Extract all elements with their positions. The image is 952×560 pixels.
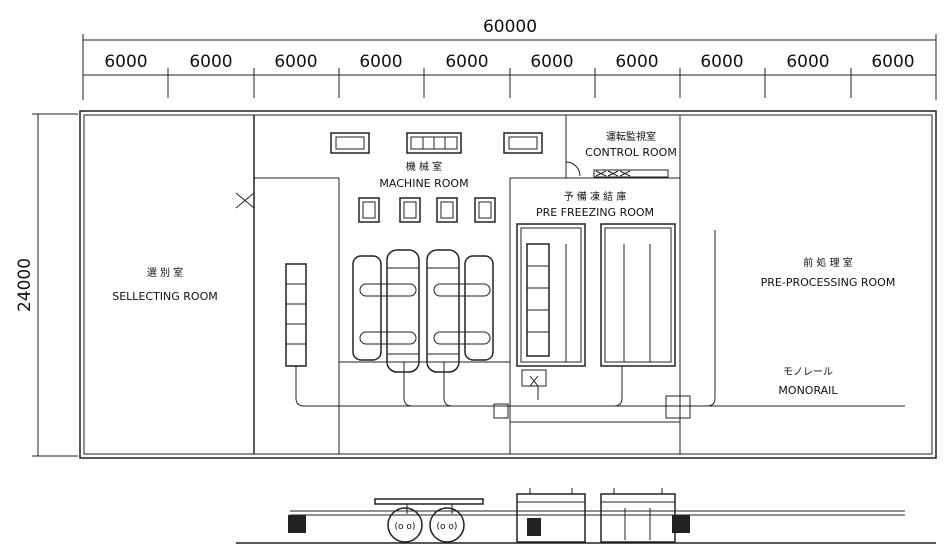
monorail-en: MONORAIL (778, 384, 838, 397)
elevation-view: (o o) (o o) (236, 488, 936, 544)
bay-dim-1: 6000 (104, 52, 147, 72)
selecting-room-jp: 選 別 室 (147, 266, 183, 279)
bay-dim-5: 6000 (445, 52, 488, 72)
control-room-jp: 運転監視室 (606, 130, 656, 143)
control-console (593, 169, 669, 178)
bay-dim-6: 6000 (530, 52, 573, 72)
bay-dim-10: 6000 (871, 52, 914, 72)
bay-dim-3: 6000 (274, 52, 317, 72)
building-outline (79, 110, 937, 459)
pre-processing-room-en: PRE-PROCESSING ROOM (761, 276, 896, 289)
elevation-tank-2-label: (o o) (437, 522, 458, 532)
bay-dim-9: 6000 (786, 52, 829, 72)
monorail-line (295, 230, 905, 419)
height-dimension: 24000 (15, 113, 78, 457)
machine-room-jp: 機 械 室 (406, 160, 442, 173)
internal-walls (235, 115, 681, 454)
elevation-tank-1-label: (o o) (395, 522, 416, 532)
machine-equipment-top (330, 132, 543, 154)
vessels (352, 249, 494, 373)
monorail-jp: モノレール (783, 367, 833, 378)
compressors (358, 197, 496, 223)
corridor-rack (285, 263, 307, 367)
total-length-label: 60000 (483, 17, 537, 37)
bay-dim-4: 6000 (359, 52, 402, 72)
bay-dimensions: 6000 6000 6000 6000 6000 6000 6000 6000 … (83, 52, 936, 98)
machine-room-en: MACHINE ROOM (379, 177, 468, 190)
freezer-units (516, 223, 676, 387)
bay-dim-8: 6000 (700, 52, 743, 72)
selecting-room-en: SELLECTING ROOM (112, 290, 217, 303)
pre-processing-room-jp: 前 処 理 室 (803, 256, 853, 269)
bay-dim-2: 6000 (189, 52, 232, 72)
bay-dim-7: 6000 (615, 52, 658, 72)
total-dimension: 60000 (82, 17, 937, 100)
pre-freezing-room-en: PRE FREEZING ROOM (536, 206, 654, 219)
control-room-en: CONTROL ROOM (585, 146, 677, 159)
room-labels: 選 別 室 SELLECTING ROOM 機 械 室 MACHINE ROOM… (112, 130, 895, 397)
height-label: 24000 (15, 258, 35, 312)
pre-freezing-room-jp: 予 備 凍 結 庫 (564, 190, 627, 203)
